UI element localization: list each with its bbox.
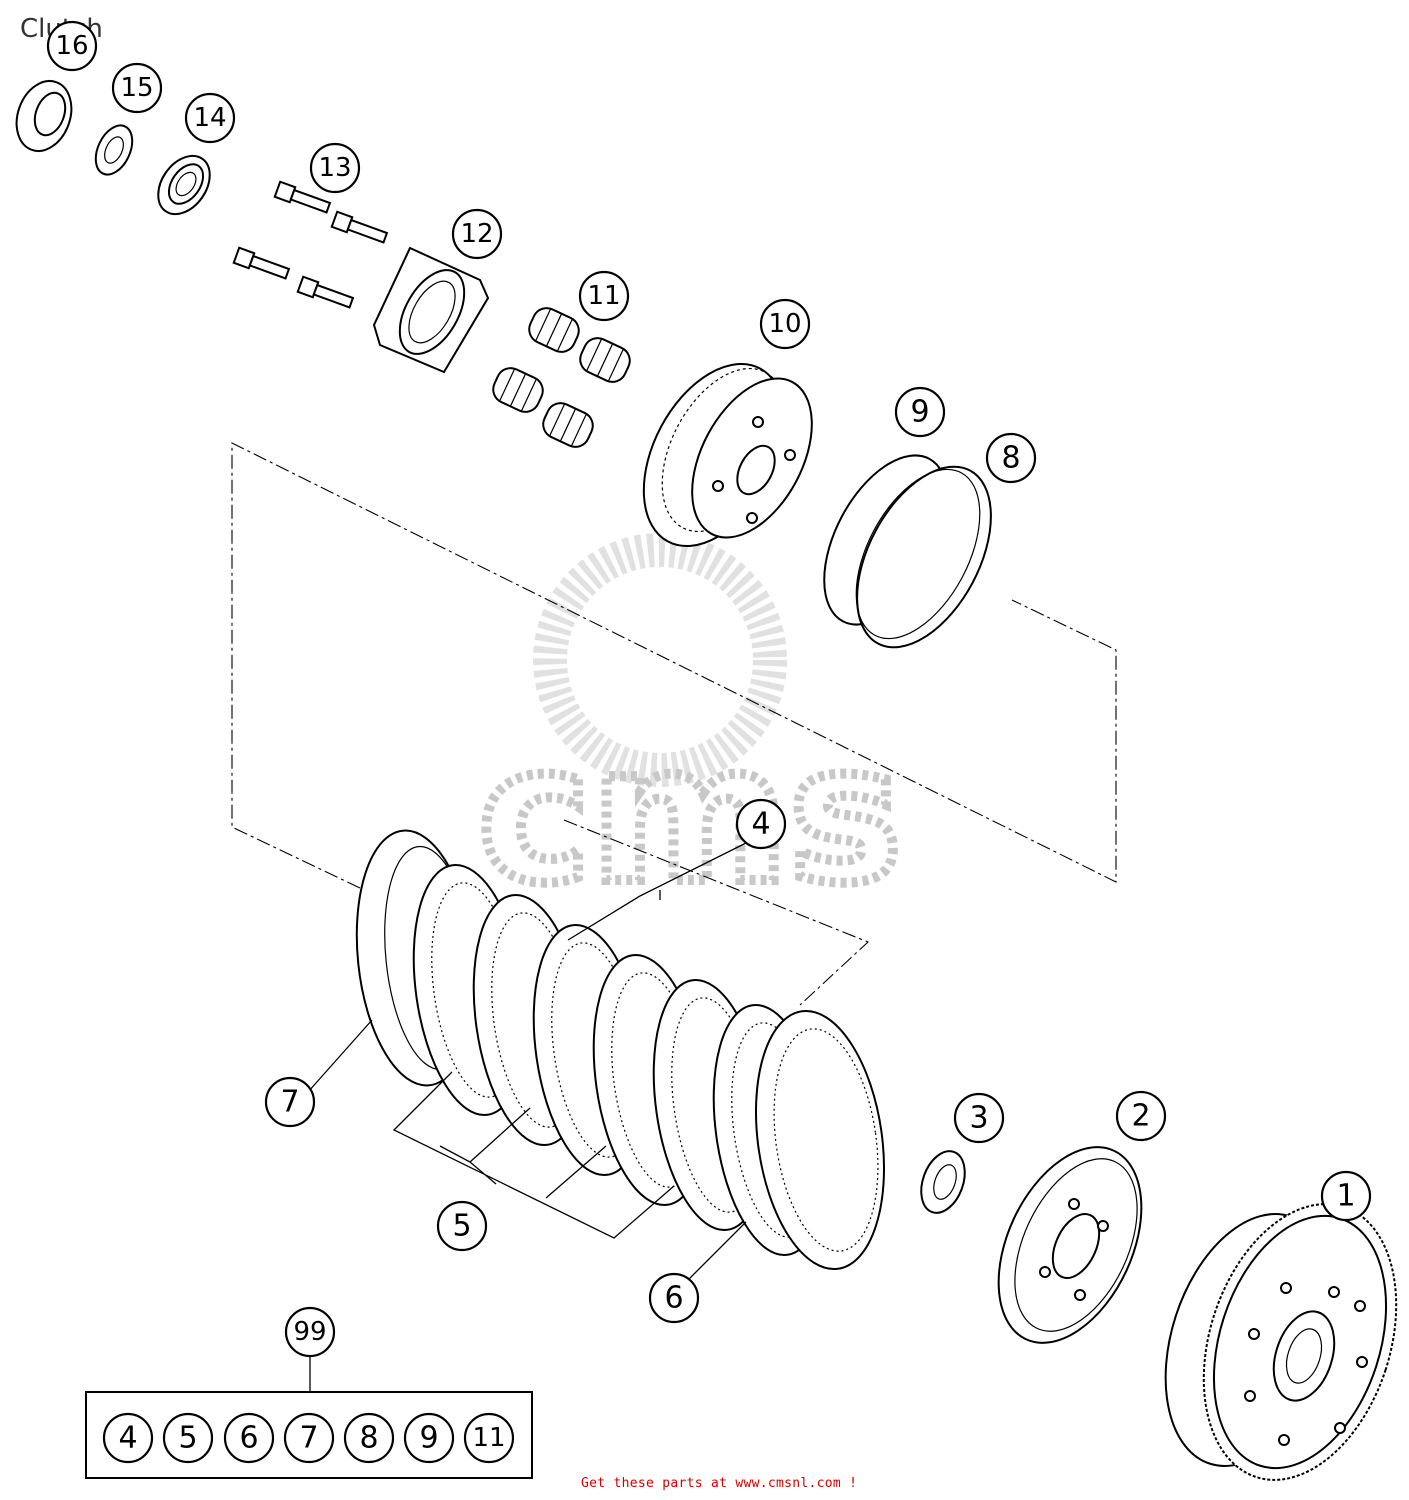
kit-item-9[interactable]: 9 — [403, 1412, 455, 1464]
callout-4[interactable]: 4 — [735, 798, 787, 850]
part-11-springs — [492, 307, 631, 448]
svg-text:1: 1 — [1336, 1179, 1355, 1214]
svg-text:11: 11 — [587, 281, 620, 311]
svg-text:16: 16 — [55, 31, 88, 61]
svg-text:99: 99 — [293, 1317, 326, 1347]
part-16-nut — [15, 80, 73, 152]
svg-text:2: 2 — [1131, 1099, 1150, 1134]
part-6-friction-disc — [754, 1009, 886, 1271]
callout-99[interactable]: 99 — [284, 1306, 336, 1358]
svg-text:5: 5 — [178, 1421, 197, 1456]
kit-item-6[interactable]: 6 — [223, 1412, 275, 1464]
callout-16[interactable]: 16 — [46, 20, 98, 72]
watermark-text: cms — [478, 704, 902, 925]
part-1-clutch-basket — [1164, 1203, 1398, 1481]
svg-text:13: 13 — [318, 153, 351, 183]
svg-text:4: 4 — [118, 1421, 137, 1456]
callout-15[interactable]: 15 — [111, 62, 163, 114]
callout-9[interactable]: 9 — [894, 386, 946, 438]
part-3-thrust-washer — [920, 1150, 966, 1214]
callout-7[interactable]: 7 — [264, 1076, 316, 1128]
kit-item-7[interactable]: 7 — [283, 1412, 335, 1464]
watermark-logo: cms — [473, 533, 907, 930]
svg-text:6: 6 — [239, 1421, 258, 1456]
part-2-inner-disc — [997, 1146, 1143, 1344]
kit-item-8[interactable]: 8 — [343, 1412, 395, 1464]
svg-text:11: 11 — [472, 1423, 505, 1453]
svg-text:9: 9 — [910, 395, 929, 430]
part-8-spring-ring — [855, 465, 992, 649]
svg-text:8: 8 — [359, 1421, 378, 1456]
callout-10[interactable]: 10 — [759, 298, 811, 350]
kit-item-5[interactable]: 5 — [162, 1412, 214, 1464]
kit-item-11[interactable]: 11 — [463, 1412, 515, 1464]
svg-text:7: 7 — [299, 1421, 318, 1456]
assembly-frame-dashed — [231, 442, 1117, 1006]
callout-2[interactable]: 2 — [1115, 1090, 1167, 1142]
callout-8[interactable]: 8 — [985, 432, 1037, 484]
footer-link[interactable]: Get these parts at www.cmsnl.com ! — [581, 1476, 858, 1491]
svg-text:8: 8 — [1001, 441, 1020, 476]
part-13-bolts — [232, 180, 389, 309]
kit-items: 4 5 6 7 8 9 11 — [102, 1412, 515, 1464]
callout-3[interactable]: 3 — [953, 1092, 1005, 1144]
svg-text:9: 9 — [419, 1421, 438, 1456]
svg-text:12: 12 — [460, 219, 493, 249]
part-12-pressure-plate — [372, 246, 490, 374]
leader-lines — [307, 835, 761, 1392]
callouts: 16 15 14 13 12 11 10 9 8 4 7 5 6 3 2 1 9… — [46, 20, 1372, 1358]
svg-text:3: 3 — [969, 1101, 988, 1136]
callout-1[interactable]: 1 — [1320, 1170, 1372, 1222]
svg-text:10: 10 — [768, 309, 801, 339]
svg-text:7: 7 — [280, 1085, 299, 1120]
callout-12[interactable]: 12 — [451, 208, 503, 260]
callout-14[interactable]: 14 — [184, 92, 236, 144]
svg-text:15: 15 — [120, 73, 153, 103]
callout-11[interactable]: 11 — [578, 270, 630, 322]
kit-item-4[interactable]: 4 — [102, 1412, 154, 1464]
callout-6[interactable]: 6 — [648, 1272, 700, 1324]
callout-5[interactable]: 5 — [436, 1200, 488, 1252]
part-15-washer — [94, 124, 134, 176]
svg-text:6: 6 — [664, 1281, 683, 1316]
part-10-clutch-hub — [642, 363, 813, 547]
svg-text:14: 14 — [193, 103, 226, 133]
callout-13[interactable]: 13 — [309, 142, 361, 194]
svg-text:4: 4 — [751, 807, 770, 842]
part-14-bearing — [157, 154, 211, 216]
svg-text:5: 5 — [452, 1209, 471, 1244]
